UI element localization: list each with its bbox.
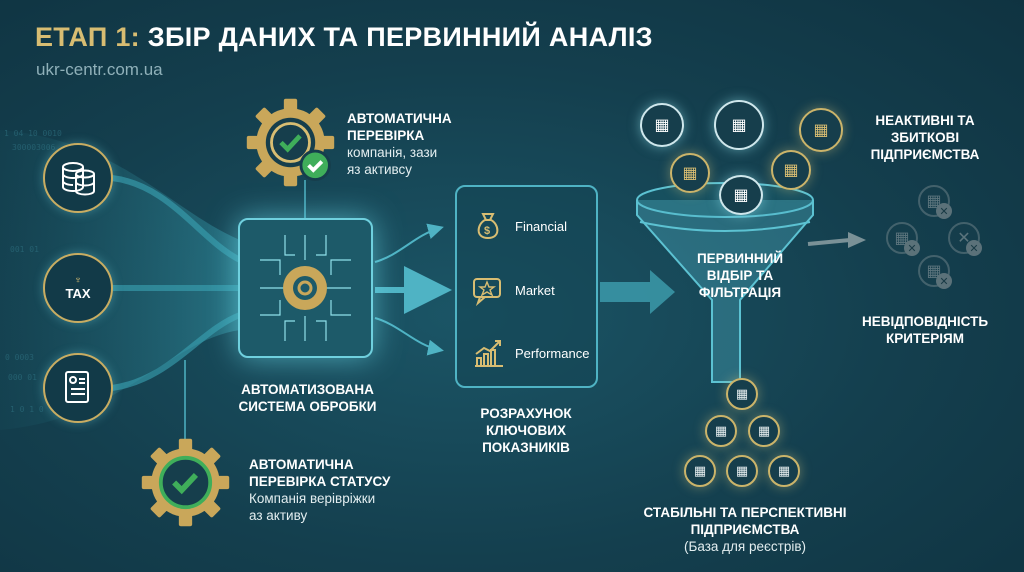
heading: ВІДБІР ТА: [706, 268, 774, 283]
funnel-caption: ПЕРВИННИЙ ВІДБІР ТА ФІЛЬТРАЦІЯ: [665, 250, 815, 301]
gear-check-icon: [243, 95, 338, 190]
heading: АВТОМАТИЧНА: [249, 457, 354, 472]
heading: КЛЮЧОВИХ: [486, 423, 566, 438]
heading: НЕВІДПОВІДНІСТЬ: [861, 314, 989, 329]
site-url[interactable]: ukr-centr.com.ua: [36, 60, 163, 79]
star-chat-icon: [473, 278, 501, 307]
arrow-financial: [374, 223, 444, 263]
auto-check-bottom-text: АВТОМАТИЧНА ПЕРЕВІРКА СТАТУСУ Компанія в…: [249, 456, 390, 524]
building-icon: ▦: [719, 175, 763, 215]
metric-label: Market: [515, 282, 555, 298]
building-icon: ▦: [714, 100, 764, 150]
accepted-building-icon: ▦: [726, 378, 758, 410]
metric-market: Market: [471, 273, 555, 307]
x-icon: ✕: [936, 273, 952, 289]
tax-label: TAX: [65, 286, 91, 301]
accepted-building-icon: ▦: [748, 415, 780, 447]
title-stage: ЕТАП 1:: [35, 22, 140, 52]
heading: СИСТЕМА ОБРОБКИ: [238, 399, 377, 414]
binary-digits: 300003006 1 04 10 0010 001 01 0 0003 000 01 1…: [4, 129, 62, 414]
building-icon: ▦: [771, 150, 811, 190]
heading: СТАБІЛЬНІ ТА ПЕРСПЕКТИВНІ: [643, 505, 847, 520]
page-title: ЕТАП 1: ЗБІР ДАНИХ ТА ПЕРВИННИЙ АНАЛІЗ: [35, 22, 653, 53]
subtext: Компанія верівріжки: [249, 491, 376, 506]
accepted-caption: СТАБІЛЬНІ ТА ПЕРСПЕКТИВНІ ПІДПРИЄМСТВА (…: [630, 504, 860, 555]
tax-icon: ♆ TAX: [43, 253, 113, 323]
rejected-bottom-caption: НЕВІДПОВІДНІСТЬ КРИТЕРІЯМ: [845, 313, 1005, 347]
rejected-building-icon: ✕✕: [948, 222, 982, 256]
heading: ЗБИТКОВІ: [890, 130, 960, 145]
metric-label: Performance: [515, 345, 590, 361]
heading: ПІДПРИЄМСТВА: [690, 522, 800, 537]
rejected-building-icon: ▦✕: [886, 222, 920, 256]
rejected-building-icon: ▦✕: [918, 255, 952, 289]
heading: АВТОМАТИЗОВАНА: [241, 382, 374, 397]
heading: ПОКАЗНИКІВ: [482, 440, 570, 455]
svg-text:1 04 10 0010: 1 04 10 0010: [4, 129, 62, 138]
svg-text:$: $: [484, 225, 490, 237]
processor-caption: АВТОМАТИЗОВАНА СИСТЕМА ОБРОБКИ: [220, 381, 395, 415]
accepted-building-icon: ▦: [726, 455, 758, 487]
rejected-top-caption: НЕАКТИВНІ ТА ЗБИТКОВІ ПІДПРИЄМСТВА: [855, 112, 995, 163]
arrow-performance: [374, 317, 444, 356]
money-bag-icon: $: [477, 213, 499, 240]
arrow-to-rejected: [807, 238, 851, 246]
growth-chart-icon: [475, 340, 503, 367]
gear-check-status-icon: [138, 435, 233, 530]
heading: НЕАКТИВНІ ТА: [875, 113, 975, 128]
heading: ПЕРЕВІРКА СТАТУСУ: [249, 474, 391, 489]
metric-label: Financial: [515, 218, 568, 234]
heading: ПІДПРИЄМСТВА: [870, 147, 980, 162]
document-icon: [43, 353, 113, 423]
heading: КРИТЕРІЯМ: [886, 331, 964, 346]
subtext: компанія, зази: [347, 145, 438, 160]
accepted-building-icon: ▦: [684, 455, 716, 487]
x-icon: ✕: [904, 240, 920, 256]
subtext: аз активу: [249, 508, 308, 523]
svg-text:1 0 1 0: 1 0 1 0: [10, 405, 44, 414]
x-icon: ✕: [936, 203, 952, 219]
arrow-to-funnel: [600, 270, 675, 314]
x-icon: ✕: [966, 240, 982, 256]
title-text: ЗБІР ДАНИХ ТА ПЕРВИННИЙ АНАЛІЗ: [147, 22, 653, 52]
svg-text:000 01: 000 01: [8, 373, 37, 382]
metric-financial: $ Financial: [471, 209, 567, 243]
subtext: яз активсу: [347, 162, 413, 177]
auto-check-top-text: АВТОМАТИЧНА ПЕРЕВІРКА компанія, зази яз …: [347, 110, 452, 178]
processor-chip-icon: [238, 218, 373, 358]
heading: АВТОМАТИЧНА: [347, 111, 452, 126]
metric-performance: Performance: [471, 336, 589, 370]
heading: РОЗРАХУНОК: [480, 406, 572, 421]
metrics-caption: РОЗРАХУНОК КЛЮЧОВИХ ПОКАЗНИКІВ: [440, 405, 612, 456]
heading: ФІЛЬТРАЦІЯ: [698, 285, 782, 300]
svg-text:001 01: 001 01: [10, 245, 39, 254]
building-icon: ▦: [640, 103, 684, 147]
database-icon: [43, 143, 113, 213]
metrics-box: $ Financial Market Performance: [455, 185, 598, 388]
accepted-building-icon: ▦: [705, 415, 737, 447]
rejected-building-icon: ▦✕: [918, 185, 952, 219]
svg-text:0 0003: 0 0003: [5, 353, 34, 362]
subtext: (База для реєстрів): [684, 539, 806, 554]
building-icon: ▦: [670, 153, 710, 193]
svg-text:300003006: 300003006: [12, 143, 56, 152]
accepted-building-icon: ▦: [768, 455, 800, 487]
heading: ПЕРЕВІРКА: [347, 128, 425, 143]
heading: ПЕРВИННИЙ: [696, 251, 784, 266]
building-icon: ▦: [799, 108, 843, 152]
